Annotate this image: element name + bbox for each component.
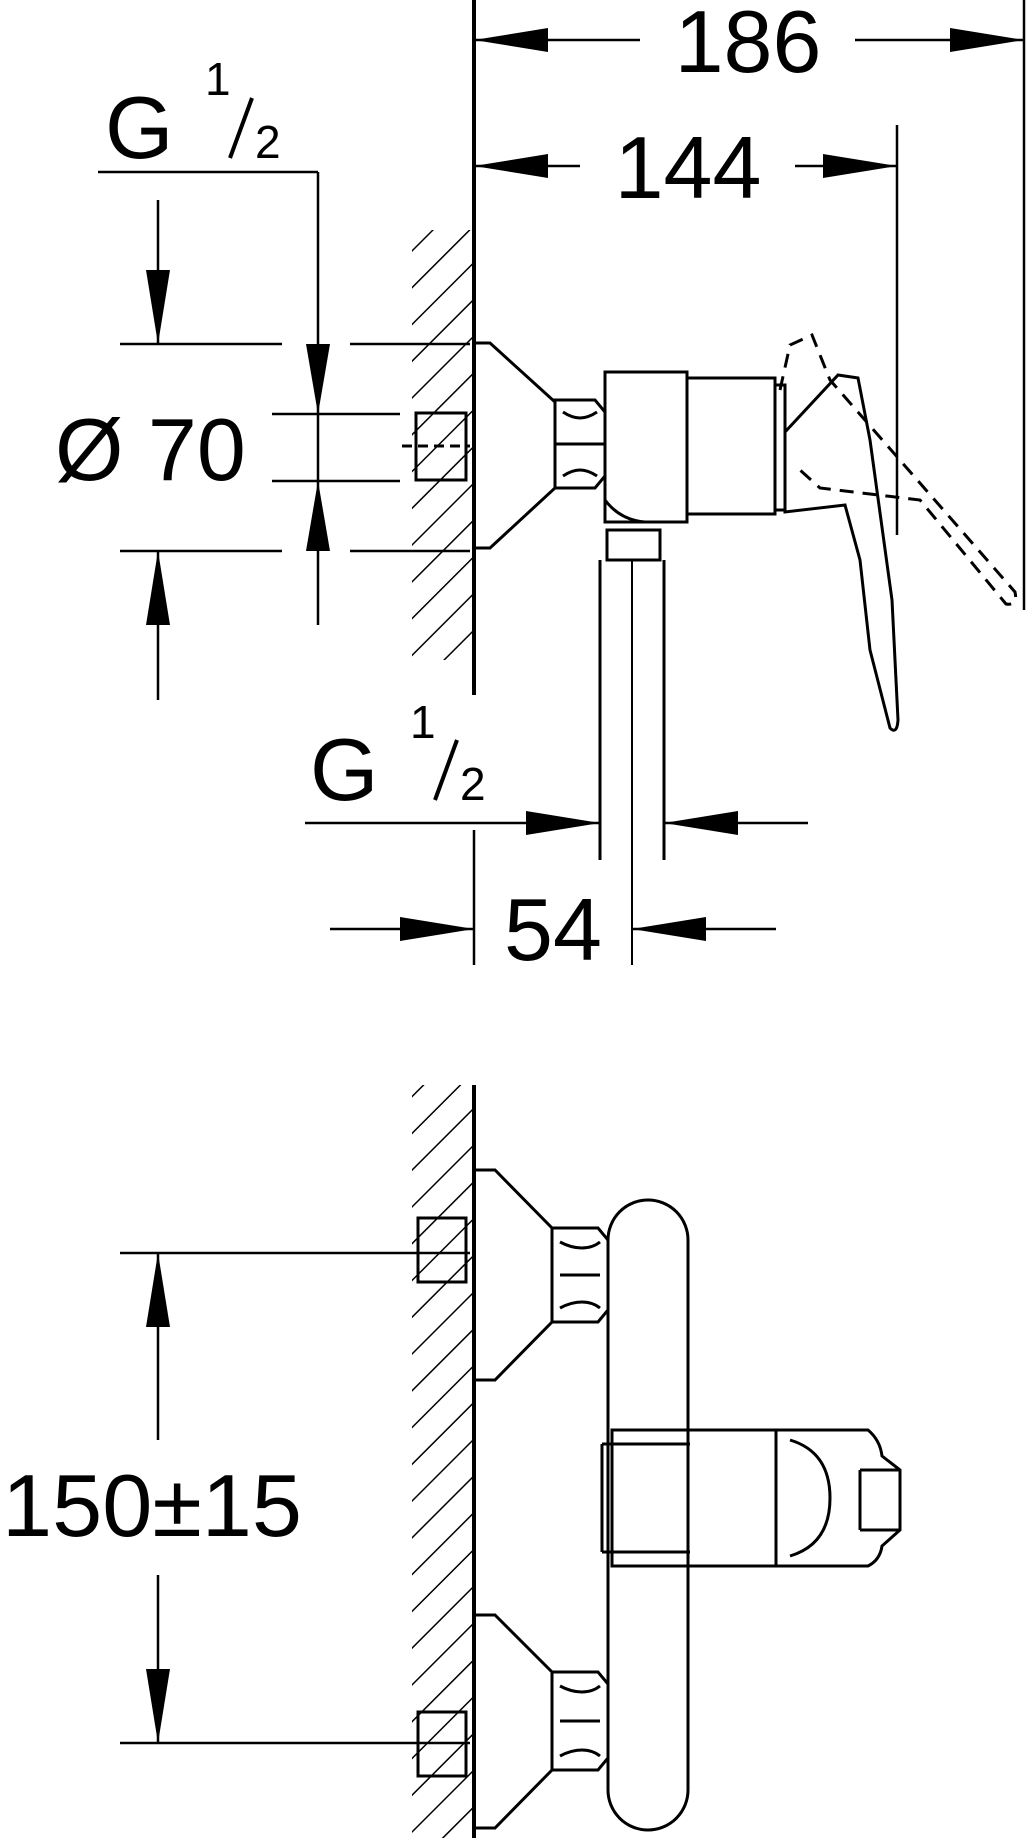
valve-body-side	[603, 370, 689, 524]
lever-side	[783, 373, 900, 732]
thread-top-g: G	[105, 78, 173, 177]
cartridge-housing	[610, 1428, 778, 1568]
dim-150-label: 150±15	[2, 1456, 302, 1555]
lever-front	[776, 1428, 902, 1568]
lever-alt-position	[778, 332, 1018, 606]
escutcheon-side	[472, 341, 557, 550]
diameter-label: Ø 70	[55, 400, 246, 499]
dim-144-label: 144	[615, 118, 762, 217]
dimensions-side	[98, 0, 1026, 965]
thread-top-denominator: 2	[255, 116, 281, 168]
front-view	[412, 1085, 902, 1838]
dim-186-label: 186	[675, 0, 822, 91]
thread-bottom-fraction-slash	[433, 739, 459, 801]
thread-bottom-numerator: 1	[410, 696, 436, 748]
dim-54-label: 54	[504, 880, 602, 979]
thread-top-fraction-slash	[228, 97, 254, 159]
side-view	[402, 0, 1018, 965]
thread-top-numerator: 1	[205, 53, 231, 105]
thread-bottom-g: G	[310, 720, 378, 819]
mixer-body-front	[606, 1198, 690, 1832]
outlet-connector-side	[605, 528, 662, 562]
escutcheon-upper	[472, 1168, 554, 1382]
thread-bottom-denominator: 2	[460, 758, 486, 810]
dimensions-front	[120, 1251, 470, 1745]
escutcheon-lower	[472, 1613, 554, 1830]
inlet-nipple-upper	[416, 1216, 468, 1284]
